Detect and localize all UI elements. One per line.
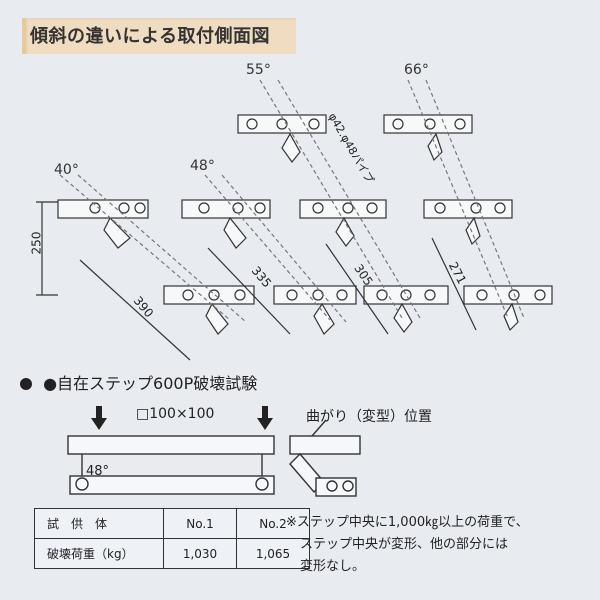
- result-table: 試 供 体 No.1 No.2 破壊荷重（kg） 1,030 1,065: [34, 508, 310, 569]
- table-cell-no1: 1,030: [163, 538, 237, 569]
- box-label: □100×100: [136, 406, 215, 422]
- test-angle-label: 48°: [86, 464, 110, 479]
- table-row: 破壊荷重（kg） 1,030 1,065: [34, 538, 310, 569]
- angle-40: 40°: [54, 162, 79, 178]
- angle-48: 48°: [190, 158, 215, 174]
- angle-66: 66°: [404, 62, 429, 78]
- load-arrow-left-shaft: [96, 406, 102, 420]
- load-arrow-right-shaft: [262, 406, 268, 420]
- bullet-icon: [20, 377, 32, 390]
- test-section-title: ●自在ステップ600P破壊試験: [20, 370, 257, 394]
- load-arrow-right-icon: [257, 418, 273, 430]
- bend-label: 曲がり（変型）位置: [306, 409, 432, 425]
- load-arrow-left-icon: [91, 418, 107, 430]
- page-title: 傾斜の違いによる取付側面図: [30, 26, 270, 47]
- table-header-no2: No.2: [236, 508, 310, 539]
- table-cell-no2: 1,065: [236, 538, 310, 569]
- note-text: ※ステップ中央に1,000㎏以上の荷重で、 ステップ中央が変形、他の部分には 変…: [286, 515, 529, 574]
- table-header-sample: 試 供 体: [34, 508, 164, 539]
- table-header-row: 試 供 体 No.1 No.2: [34, 508, 310, 539]
- table-header-no1: No.1: [163, 508, 237, 539]
- title-band: [22, 18, 296, 54]
- angle-55: 55°: [246, 62, 271, 78]
- table-cell-load-label: 破壊荷重（kg）: [34, 538, 164, 569]
